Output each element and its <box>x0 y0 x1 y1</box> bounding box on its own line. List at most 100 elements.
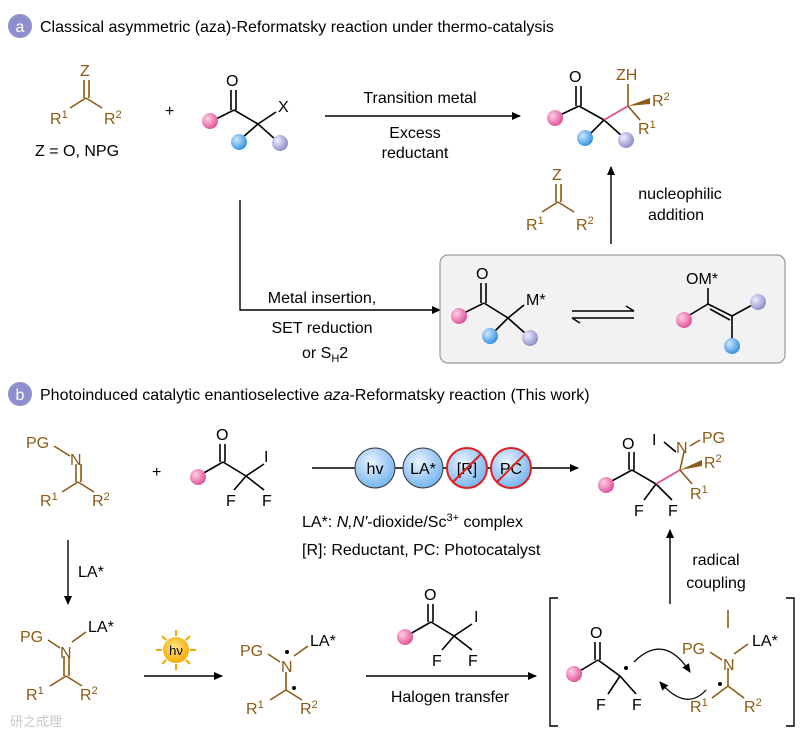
carbonyl-z: Z <box>80 63 90 80</box>
new-bond-a <box>603 105 629 121</box>
circle-hv-label: hv <box>367 461 384 478</box>
halo-o: O <box>226 73 238 90</box>
la-imine-r2: R2 <box>80 685 98 704</box>
iodo-o: O <box>216 427 228 444</box>
product-b-n: N <box>676 440 688 457</box>
carbonyl-small-z: Z <box>552 167 562 184</box>
aminyl-radical <box>709 610 749 699</box>
section-b-title: Photoinduced catalytic enantioselective … <box>40 387 590 404</box>
blue-ball <box>482 328 498 344</box>
metal-insertion-2: SET reduction <box>271 320 372 337</box>
halogen-reagent <box>409 604 473 651</box>
lavender-ball <box>272 135 288 151</box>
n-radical-r2: R2 <box>300 699 318 718</box>
watermark: 研之成理 <box>10 714 62 729</box>
radical-2: coupling <box>686 575 746 592</box>
r-line: [R]: Reductant, PC: Photocatalyst <box>302 542 541 559</box>
difluoro-o: O <box>590 625 602 642</box>
la-imine-r1: R1 <box>26 685 44 704</box>
aminyl-la: LA* <box>752 633 778 650</box>
halogen-i: I <box>474 609 478 626</box>
pink-ball <box>547 110 563 126</box>
iododifluoro <box>201 444 265 491</box>
sun-label: hν <box>169 643 183 658</box>
radical-dot <box>285 650 289 654</box>
metal-o: O <box>476 266 488 283</box>
product-b-f2: F <box>668 503 678 520</box>
iodo-f2: F <box>262 493 272 510</box>
imine-pg: PG <box>26 435 49 452</box>
sun-icon: hν <box>156 630 196 670</box>
difluoro-f2: F <box>632 697 642 714</box>
new-bond-b <box>655 469 681 485</box>
product-b-o: O <box>622 436 634 453</box>
enolate-om: OM* <box>686 271 718 288</box>
bond-pg <box>689 439 701 447</box>
difluoro-radical <box>577 642 637 695</box>
radical-dot <box>624 666 628 670</box>
radical-dot <box>718 682 722 686</box>
halo-carbonyl <box>213 90 277 141</box>
halo-x: X <box>278 99 289 116</box>
la-imine-pg: PG <box>20 629 43 646</box>
aminyl-r1: R1 <box>690 697 708 716</box>
radical-dot <box>292 686 296 690</box>
imine-r2: R2 <box>92 491 110 510</box>
lavender-ball <box>618 132 634 148</box>
curved-arrow-2 <box>659 681 707 700</box>
pink-ball <box>676 312 692 328</box>
carbonyl-r2: R2 <box>104 109 122 128</box>
arrow-a-top: Transition metal <box>363 90 476 107</box>
bond-r1 <box>627 105 641 121</box>
wedge-r2-b <box>680 460 702 470</box>
carbonyl-r1: R1 <box>50 109 68 128</box>
product-b-pg: PG <box>702 430 725 447</box>
halogen-f2: F <box>468 653 478 670</box>
lavender-ball <box>522 330 538 346</box>
strike-line-r <box>452 453 482 483</box>
pink-ball <box>598 477 614 493</box>
arrow-l-a <box>239 200 441 314</box>
wedge-r2 <box>628 98 650 106</box>
carbonyl-small-r1: R1 <box>526 215 544 234</box>
n-radical-r1: R1 <box>246 699 264 718</box>
blue-ball <box>231 134 247 150</box>
n-radical-la: LA* <box>310 633 336 650</box>
radical-1: radical <box>692 552 739 569</box>
carbonyl-compound <box>69 80 103 109</box>
n-radical-n: N <box>281 659 293 676</box>
product-r2: R2 <box>652 91 670 110</box>
pink-ball <box>202 113 218 129</box>
product-zh: ZH <box>616 67 637 84</box>
bond-r1-b <box>679 469 693 485</box>
difluoro-f1: F <box>596 697 606 714</box>
carbonyl-small-r2: R2 <box>576 215 594 234</box>
circle-hv <box>354 447 396 489</box>
product-o: O <box>569 69 581 86</box>
product-b-r1: R1 <box>690 484 708 503</box>
badge-a <box>8 14 32 38</box>
la-imine-la: LA* <box>88 619 114 636</box>
nucleophilic-2: addition <box>648 207 704 224</box>
product-a <box>557 86 623 137</box>
lavender-ball <box>750 294 766 310</box>
pink-ball <box>397 629 413 645</box>
blue-ball <box>724 338 740 354</box>
section-b: b Photoinduced catalytic enantioselectiv… <box>8 382 795 727</box>
badge-a-label: a <box>16 19 25 36</box>
la-imine <box>47 631 87 687</box>
la-line: LA*: N,N'-dioxide/Sc3+ complex <box>302 512 523 531</box>
n-radical <box>267 645 309 701</box>
section-a: a Classical asymmetric (aza)-Reformatsky… <box>8 14 786 365</box>
product-b-r2: R2 <box>704 453 722 472</box>
iodo-i: I <box>264 449 268 466</box>
iodo-f1: F <box>226 493 236 510</box>
product-b <box>609 441 677 501</box>
plus-b: + <box>152 464 161 481</box>
section-a-title: Classical asymmetric (aza)-Reformatsky r… <box>40 19 554 36</box>
circle-la-label: LA* <box>410 461 436 478</box>
equilibrium-arrows <box>571 305 635 324</box>
metal-insertion-3: or SH2 <box>302 345 348 365</box>
